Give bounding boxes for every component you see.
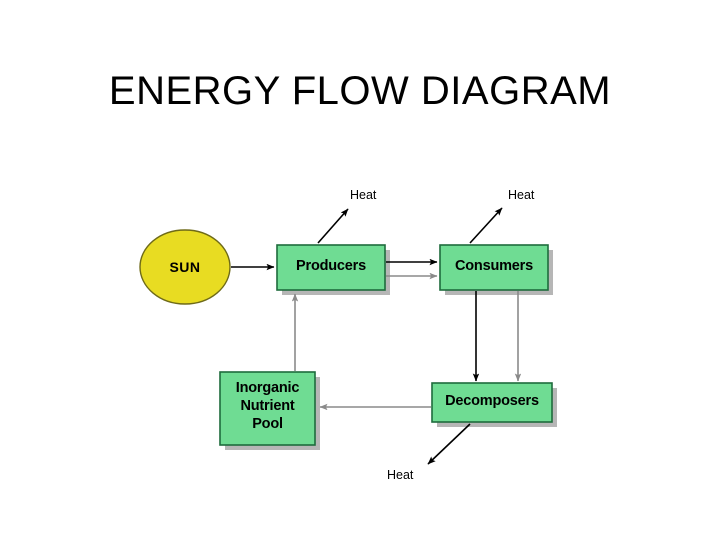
page-title: ENERGY FLOW DIAGRAM bbox=[108, 69, 612, 113]
node-nutrient-pool[interactable] bbox=[219, 371, 316, 446]
edge-producers-to-heat bbox=[317, 208, 349, 244]
node-consumers[interactable] bbox=[439, 244, 549, 291]
heat-label-producers: Heat bbox=[350, 188, 377, 202]
node-sun[interactable] bbox=[139, 229, 231, 305]
node-producers[interactable] bbox=[276, 244, 386, 291]
node-decomposers[interactable] bbox=[431, 382, 553, 423]
edge-decomposers-to-heat bbox=[427, 423, 471, 465]
heat-label-consumers: Heat bbox=[508, 188, 535, 202]
edge-consumers-to-heat bbox=[469, 207, 503, 244]
heat-label-decomposers: Heat bbox=[387, 468, 414, 482]
